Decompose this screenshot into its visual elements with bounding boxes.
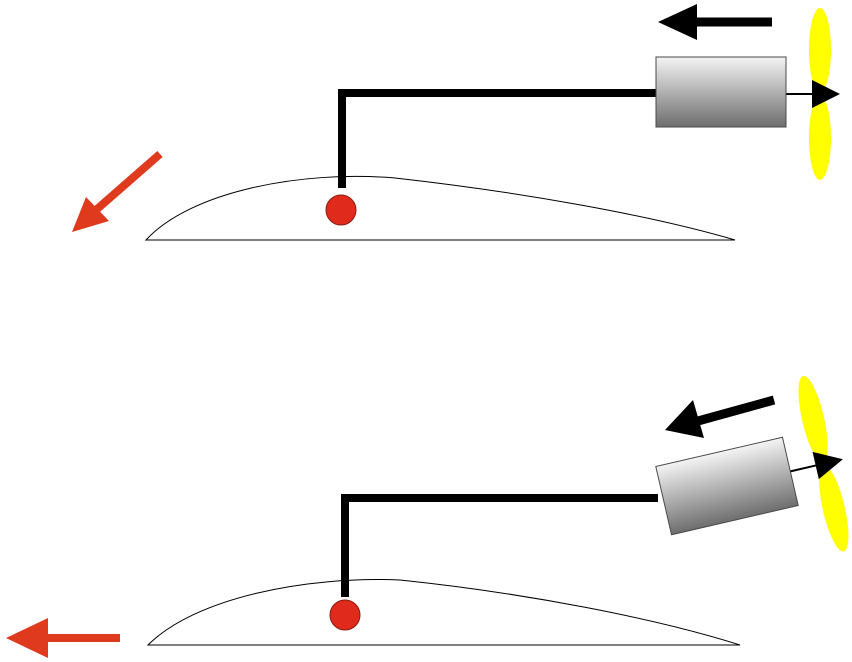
pivot-point (329, 599, 361, 631)
motor-shaft (790, 464, 818, 473)
propeller-blade-upper (798, 375, 828, 462)
motor-body (655, 436, 799, 536)
spinner-icon (812, 80, 840, 108)
propeller-blade-upper (809, 8, 831, 92)
pivot-point (325, 194, 357, 226)
motor-pylon (341, 494, 658, 597)
panel-top (72, 4, 840, 241)
thrust-arrow-icon (658, 4, 772, 40)
airfoil-outline (144, 175, 736, 241)
motion-arrow-icon (72, 150, 163, 232)
propeller-blade-lower (809, 96, 831, 180)
propeller-blade-lower (819, 465, 849, 552)
thrust-arrow-icon (665, 395, 776, 438)
motor-pylon (338, 89, 656, 188)
airfoil-outline (146, 579, 741, 646)
motor-body (655, 56, 787, 128)
motor-assembly (655, 375, 849, 552)
motion-arrow-icon (6, 618, 120, 658)
panel-bottom (6, 375, 849, 658)
motor-assembly (655, 8, 840, 180)
spinner-icon (812, 451, 843, 480)
